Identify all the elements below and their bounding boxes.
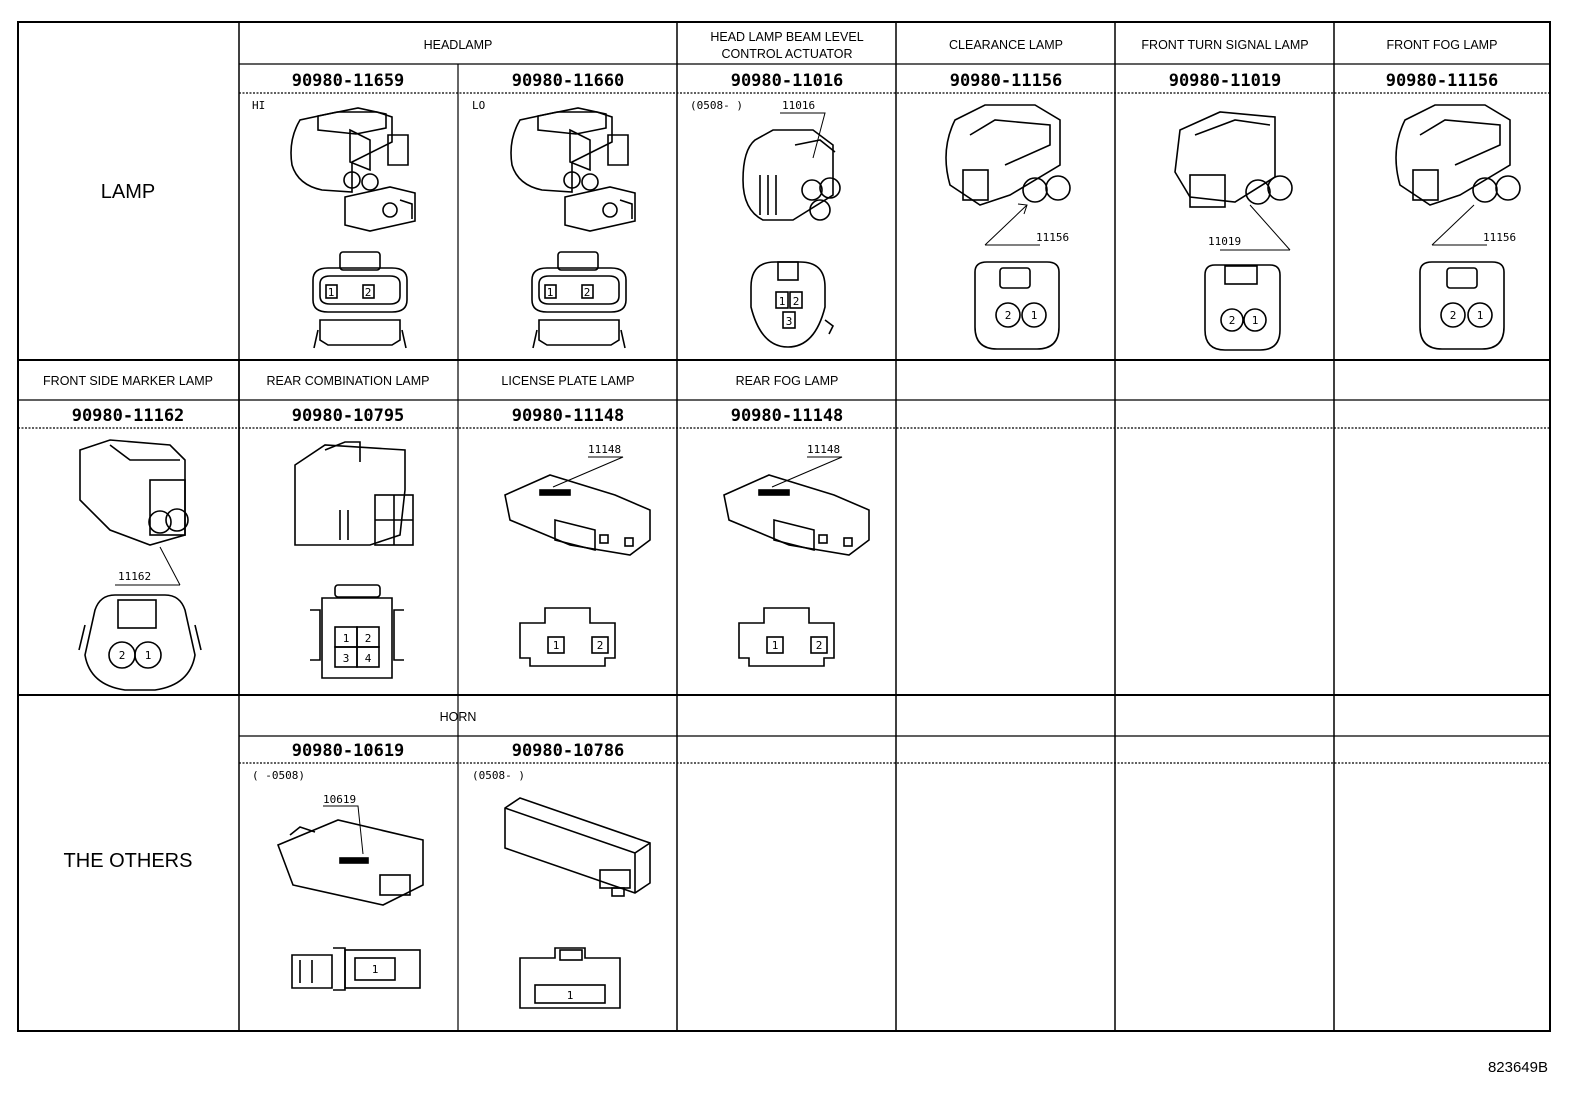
part-number: 90980-11019 [1169, 71, 1282, 91]
header-beam-level-1: HEAD LAMP BEAM LEVEL [710, 30, 863, 44]
header-clearance-lamp: CLEARANCE LAMP [949, 38, 1063, 52]
header-front-fog-lamp: FRONT FOG LAMP [1387, 38, 1498, 52]
callout-label: 11148 [807, 443, 840, 456]
callout-label: 11156 [1036, 231, 1069, 244]
callout-label: 11156 [1483, 231, 1516, 244]
pin-number: 1 [145, 649, 152, 662]
part-number: 90980-11659 [292, 71, 405, 91]
connector-drawing-license-plate [504, 456, 651, 556]
connector-face-rear-fog-lamp [738, 607, 835, 667]
part-number: 90980-10786 [512, 741, 625, 761]
connector-face-front-turn-signal [1204, 264, 1281, 351]
pin-number: 2 [1005, 309, 1012, 322]
connector-drawing-headlamp-lo [510, 107, 636, 232]
part-number: 90980-11148 [731, 406, 844, 426]
pin-number: 2 [1229, 314, 1236, 327]
part-number: 90980-10619 [292, 741, 405, 761]
callout-label: 11148 [588, 443, 621, 456]
part-number: 90980-11156 [950, 71, 1063, 91]
header-horn: HORN [440, 710, 477, 724]
table-grid [17, 21, 1551, 1032]
pin-number: 2 [365, 286, 372, 299]
connector-drawing-front-side-marker [79, 439, 189, 586]
connector-face-rear-combination [310, 584, 404, 679]
connector-face-horn-10786 [519, 947, 621, 1009]
connector-drawing-clearance-lamp [945, 104, 1071, 246]
connector-face-front-side-marker [78, 594, 202, 691]
callout-label: 10619 [323, 793, 356, 806]
connector-drawing-horn-10786 [504, 797, 651, 897]
callout-label: 11016 [782, 99, 815, 112]
connector-drawing-beam-actuator [742, 112, 841, 221]
header-front-turn-signal-lamp: FRONT TURN SIGNAL LAMP [1141, 38, 1308, 52]
header-rear-fog-lamp: REAR FOG LAMP [736, 374, 839, 388]
connector-face-headlamp-hi [312, 251, 408, 349]
pin-number: 1 [772, 639, 779, 652]
connector-face-beam-actuator [750, 261, 835, 348]
connector-face-horn-10619 [291, 947, 421, 991]
pin-number: 1 [1031, 309, 1038, 322]
pin-number: 1 [779, 295, 786, 308]
connector-drawing-rear-combination [294, 441, 414, 546]
part-number: 90980-11148 [512, 406, 625, 426]
part-number: 90980-11162 [72, 406, 185, 426]
pin-number: 2 [793, 295, 800, 308]
section-label-lamp: LAMP [101, 181, 155, 203]
note-horn-1-date: ( -0508) [252, 769, 305, 782]
pin-number: 1 [328, 286, 335, 299]
part-number: 90980-11156 [1386, 71, 1499, 91]
note-horn-2-date: (0508- ) [472, 769, 525, 782]
part-number: 90980-10795 [292, 406, 405, 426]
pin-number: 2 [119, 649, 126, 662]
header-beam-level-2: CONTROL ACTUATOR [721, 47, 852, 61]
part-number: 90980-11016 [731, 71, 844, 91]
callout-label: 11162 [118, 570, 151, 583]
pin-number: 2 [365, 632, 372, 645]
connector-drawing-front-fog-lamp [1395, 104, 1521, 246]
pin-number: 1 [547, 286, 554, 299]
header-headlamp: HEADLAMP [424, 38, 493, 52]
pin-number: 1 [372, 963, 379, 976]
pin-number: 1 [553, 639, 560, 652]
pin-number: 2 [816, 639, 823, 652]
pin-number: 3 [786, 315, 793, 328]
section-label-others: THE OTHERS [64, 850, 193, 872]
pin-number: 1 [343, 632, 350, 645]
connector-face-headlamp-lo [531, 251, 627, 349]
part-number: 90980-11660 [512, 71, 625, 91]
note-beam-date: (0508- ) [690, 99, 743, 112]
pin-number: 1 [1252, 314, 1259, 327]
connector-drawing-horn-10619 [276, 805, 424, 906]
connector-drawing-headlamp-hi [290, 107, 416, 232]
pin-number: 4 [365, 652, 372, 665]
connector-drawing-front-turn-signal [1174, 111, 1293, 251]
header-front-side-marker-lamp: FRONT SIDE MARKER LAMP [43, 374, 213, 388]
note-lo: LO [472, 99, 485, 112]
pin-number: 2 [584, 286, 591, 299]
pin-number: 1 [567, 989, 574, 1002]
connector-face-front-fog-lamp [1419, 261, 1505, 350]
connector-face-license-plate [519, 607, 616, 667]
header-license-plate-lamp: LICENSE PLATE LAMP [501, 374, 634, 388]
pin-number: 2 [597, 639, 604, 652]
note-hi: HI [252, 99, 265, 112]
connector-drawing-rear-fog-lamp [723, 456, 870, 556]
pin-number: 3 [343, 652, 350, 665]
pin-number: 1 [1477, 309, 1484, 322]
figure-number: 823649B [1488, 1059, 1548, 1076]
pin-number: 2 [1450, 309, 1457, 322]
callout-label: 11019 [1208, 235, 1241, 248]
header-rear-combination-lamp: REAR COMBINATION LAMP [267, 374, 430, 388]
connector-face-clearance-lamp [974, 261, 1060, 350]
